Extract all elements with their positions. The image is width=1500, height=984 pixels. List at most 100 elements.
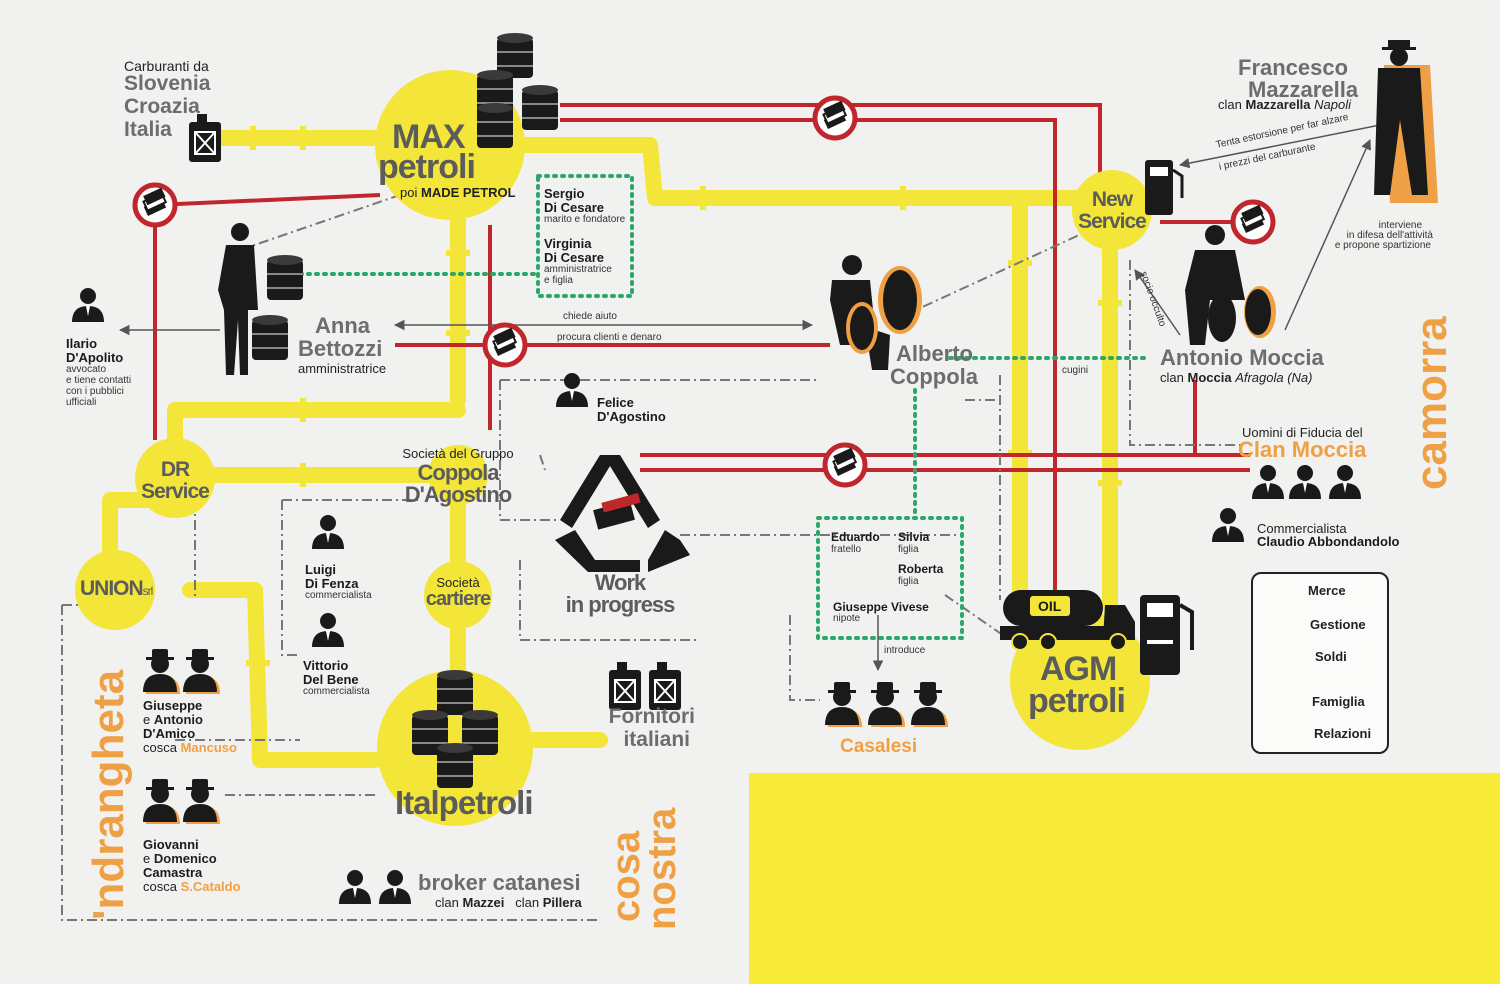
union-hub	[75, 550, 155, 630]
luigi-name-2: Di Fenza	[305, 576, 359, 591]
fornitori-1: Fornitori	[608, 705, 695, 728]
francesco-clan: clan Mazzarella Napoli	[1218, 97, 1351, 112]
introduce-label: introduce	[884, 645, 926, 656]
luigi-name-1: Luigi	[305, 562, 337, 577]
max-sub: petroli	[378, 148, 476, 186]
ilario-role-4: ufficiali	[66, 397, 97, 408]
dr-service-hub	[135, 438, 215, 518]
sergio-name-1: Sergio	[544, 186, 585, 201]
broker-clan1: Mazzei	[462, 895, 505, 910]
fornitori-2: italiani	[623, 728, 690, 751]
fuel-pump-icon	[1145, 160, 1184, 215]
camorra-label: camorra	[1407, 316, 1456, 490]
ilario-role-1: avvocato	[66, 364, 107, 375]
societa-cartiere-hub	[424, 561, 492, 629]
giuseppe-name: Giuseppe Vivese	[833, 600, 929, 614]
money-icon	[1233, 202, 1273, 242]
work-2: in progress	[565, 592, 676, 617]
roberta-name: Roberta	[898, 562, 944, 576]
vittorio-name-2: Del Bene	[303, 672, 359, 687]
broker-clan2-pre: clan	[515, 895, 540, 910]
coppola-pre: Società del Gruppo	[402, 446, 514, 461]
camastra-cosca: S.Cataldo	[180, 879, 241, 894]
camastra-4: Camastra	[143, 865, 203, 880]
coppola-2: D'Agostino	[404, 482, 512, 507]
dr-service-1: DR	[160, 458, 190, 481]
ndrangheta-label: 'ndrangheta	[84, 669, 133, 920]
silvia-name: Silvia	[898, 530, 930, 544]
broker-label: broker catanesi	[418, 870, 581, 895]
virginia-role-1: amministratrice	[544, 264, 612, 275]
camastra-2: e	[143, 851, 151, 866]
commercialista-label: Commercialista	[1257, 521, 1347, 536]
camastra-3: Domenico	[153, 851, 217, 866]
family-lines	[298, 174, 1152, 640]
vittorio-name-1: Vittorio	[303, 658, 349, 673]
dr-service-2: Service	[141, 480, 210, 503]
ilario-role-3: con i pubblici	[66, 386, 124, 397]
francesco-clan-pre: clan	[1218, 97, 1242, 112]
camastra-line-2: e Domenico	[143, 851, 217, 866]
slovenia-label: Slovenia	[124, 72, 211, 95]
claudio-name: Claudio Abbondandolo	[1257, 534, 1400, 549]
alberto-name-2: Coppola	[890, 364, 978, 389]
italia-label: Italia	[124, 118, 172, 141]
francesco-clan-city: Napoli	[1314, 97, 1352, 112]
legend-famiglia: Famiglia	[1312, 694, 1365, 709]
damico-line-2: e Antonio	[143, 712, 203, 727]
damico-1: Giuseppe	[143, 698, 203, 713]
businesswoman-icon	[218, 223, 258, 375]
interviene-1: interviene	[1378, 220, 1422, 231]
giuseppe-role: nipote	[833, 613, 861, 624]
union-suffix: srl	[142, 584, 154, 598]
broker-clan1-pre: clan	[435, 895, 459, 910]
cartiere-pre: Società	[436, 575, 480, 590]
silvia-role: figlia	[898, 544, 919, 555]
antonio-name: Antonio Moccia	[1160, 345, 1324, 370]
new-service-2: Service	[1078, 210, 1147, 233]
camastra-cosca-line: cosca S.Cataldo	[143, 879, 241, 894]
francesco-name-2: Mazzarella	[1248, 77, 1359, 102]
money-icon	[485, 325, 525, 365]
legend-gestione: Gestione	[1310, 617, 1366, 632]
damico-cosca-line: cosca Mancuso	[143, 740, 237, 755]
uomini-label: Uomini di Fiducia del	[1242, 425, 1363, 440]
italpetroli-title: Italpetroli	[395, 784, 534, 821]
agm-sub: petroli	[1028, 682, 1126, 720]
camastra-1: Giovanni	[143, 837, 199, 852]
coppola-1: Coppola	[417, 460, 500, 485]
union-name: UNION	[80, 577, 144, 600]
virginia-name-1: Virginia	[544, 236, 592, 251]
felice-name-1: Felice	[597, 395, 634, 410]
broker-clans: clan Mazzei clan Pillera	[435, 895, 582, 910]
new-service-hub	[1072, 170, 1152, 250]
fuel-pump-agm-icon	[1140, 595, 1194, 675]
legend-soldi: Soldi	[1315, 649, 1347, 664]
oil-truck-icon	[1000, 590, 1135, 651]
vittorio-role: commercialista	[303, 686, 370, 697]
virginia-name-2: Di Cesare	[544, 250, 604, 265]
ilario-role-2: e tiene contatti	[66, 375, 132, 386]
cugini-label: cugini	[1062, 365, 1089, 376]
union-title: UNIONsrl	[80, 577, 154, 601]
damico-2: e	[143, 712, 151, 727]
eduardo-name: Eduardo	[831, 530, 880, 544]
casalesi-label: Casalesi	[840, 736, 918, 757]
damico-3: Antonio	[153, 712, 203, 727]
antonio-clan: clan Moccia Afragola (Na)	[1160, 370, 1313, 385]
agm-title: AGM	[1040, 650, 1117, 688]
francesco-clan-name: Mazzarella	[1245, 97, 1311, 112]
damico-cosca: Mancuso	[180, 740, 237, 755]
mazzarella-icon	[1374, 40, 1438, 203]
francesco-name-1: Francesco	[1238, 55, 1349, 80]
cosa-nostra-2: nostra	[640, 807, 684, 930]
carburanti-label: Carburanti da	[124, 58, 209, 74]
antonio-clan-name: Moccia	[1187, 370, 1232, 385]
legend-merce: Merce	[1308, 583, 1346, 598]
clan-moccia-label: Clan Moccia	[1238, 437, 1367, 462]
money-icon	[135, 185, 175, 225]
interviene-2: in difesa dell'attività	[1346, 230, 1433, 241]
virginia-role-2: e figlia	[544, 275, 573, 286]
max-note-name: MADE PETROL	[420, 185, 516, 200]
